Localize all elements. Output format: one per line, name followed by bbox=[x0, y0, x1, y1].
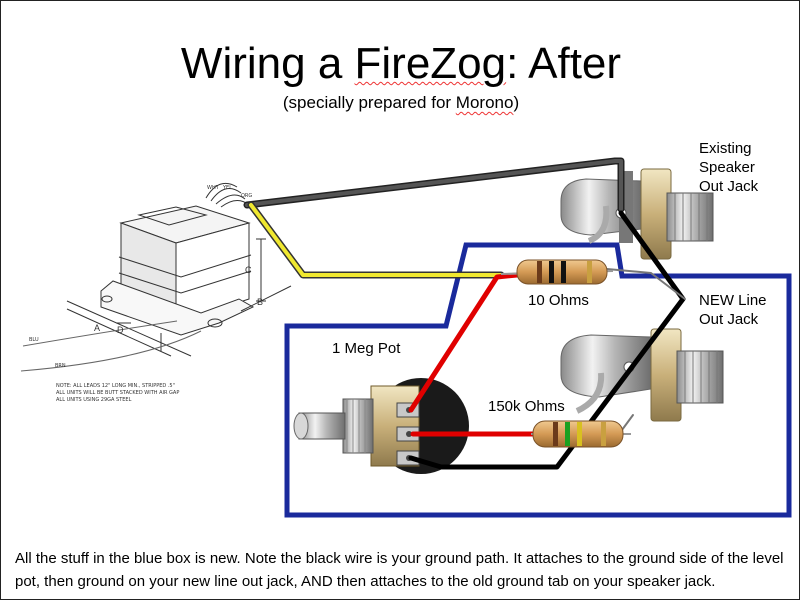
lead-10ohm-to-jack bbox=[606, 268, 686, 300]
label-existing-jack-line-1: Existing bbox=[699, 140, 752, 157]
page-subtitle: (specially prepared for Morono) bbox=[1, 93, 799, 113]
transformer-note-3: ALL UNITS USING 29GA STEEL bbox=[56, 397, 132, 403]
dim-d: D bbox=[117, 325, 124, 335]
label-new-jack: NEW Line Out Jack bbox=[699, 291, 767, 329]
dim-a: A bbox=[94, 323, 100, 333]
page-title: Wiring a FireZog: After bbox=[1, 39, 799, 89]
resistor-10-ohms bbox=[500, 259, 614, 285]
subtitle-highlight: Morono bbox=[455, 93, 514, 112]
tag-yel: YEL bbox=[222, 185, 232, 191]
new-line-out-jack bbox=[560, 328, 724, 422]
title-prefix: Wiring a bbox=[180, 39, 355, 88]
dim-c: C bbox=[245, 265, 252, 275]
dim-b: B bbox=[257, 297, 263, 307]
tag-wht: WHT bbox=[207, 185, 220, 191]
label-10-ohms: 10 Ohms bbox=[528, 292, 589, 309]
existing-speaker-jack bbox=[560, 168, 714, 260]
label-pot: 1 Meg Pot bbox=[332, 340, 401, 357]
subtitle-suffix: ) bbox=[513, 93, 520, 112]
tag-org: ORG bbox=[241, 193, 252, 199]
title-highlight: FireZog bbox=[354, 39, 507, 88]
caption: All the stuff in the blue box is new. No… bbox=[15, 550, 784, 590]
label-new-jack-line-1: NEW Line bbox=[699, 292, 767, 309]
label-existing-jack: Existing Speaker Out Jack bbox=[699, 139, 758, 196]
label-existing-jack-line-2: Speaker bbox=[699, 159, 755, 176]
ground-wire bbox=[408, 210, 686, 470]
label-existing-jack-line-3: Out Jack bbox=[699, 178, 759, 195]
transformer-note-2: ALL UNITS WILL BE BUTT STACKED WITH AIR … bbox=[56, 390, 179, 396]
yellow-wire-core bbox=[249, 203, 503, 277]
gray-wire-core bbox=[245, 159, 623, 211]
transformer-drawing bbox=[20, 182, 292, 372]
title-suffix: : After bbox=[506, 39, 622, 88]
transformer-note-1: NOTE: ALL LEADS 12" LONG MIN., STRIPPED … bbox=[56, 383, 175, 389]
label-150k-ohms: 150k Ohms bbox=[488, 398, 565, 415]
tag-brn: BRN bbox=[55, 363, 66, 369]
subtitle-prefix: (specially prepared for bbox=[282, 93, 456, 112]
wires bbox=[243, 157, 686, 470]
level-pot bbox=[290, 366, 469, 484]
new-components-box bbox=[284, 242, 792, 518]
red-wire-pot-to-10ohm bbox=[408, 272, 520, 413]
resistor-150k-ohms bbox=[531, 420, 631, 448]
label-new-jack-line-2: Out Jack bbox=[699, 311, 759, 328]
tag-blu: BLU bbox=[29, 337, 39, 343]
